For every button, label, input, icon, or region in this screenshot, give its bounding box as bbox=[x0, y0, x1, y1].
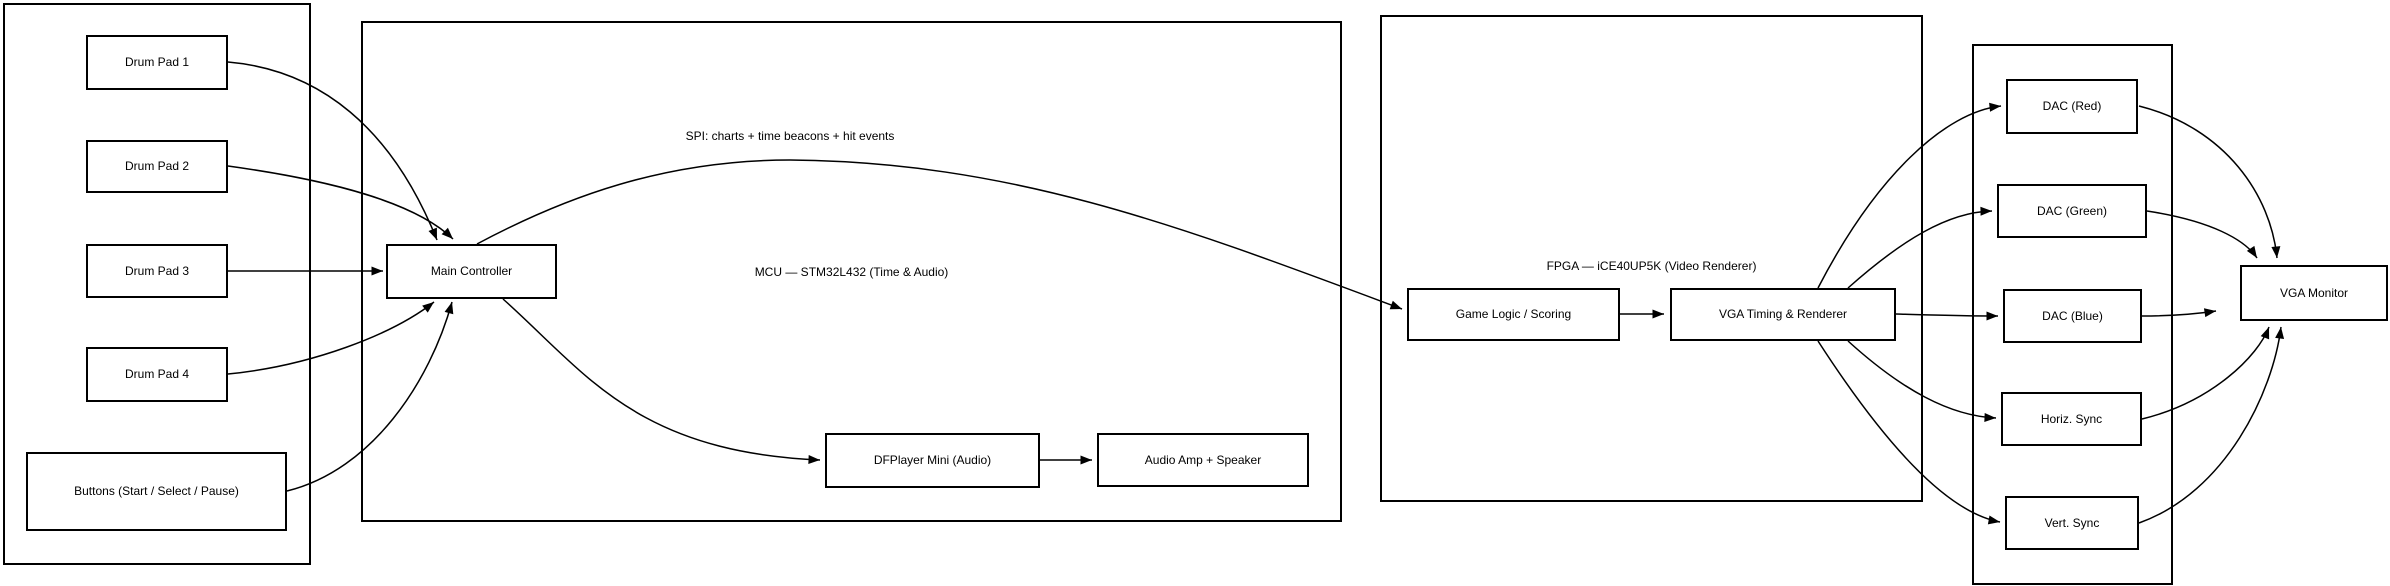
node-vga-timing[interactable]: VGA Timing & Renderer bbox=[1670, 288, 1896, 341]
horiz-sync-label: Horiz. Sync bbox=[2040, 411, 2103, 426]
node-main-controller[interactable]: Main Controller bbox=[386, 244, 557, 299]
node-audio-amp[interactable]: Audio Amp + Speaker bbox=[1097, 433, 1309, 487]
drum-pad-2-label: Drum Pad 2 bbox=[124, 159, 190, 174]
node-dac-green[interactable]: DAC (Green) bbox=[1997, 184, 2147, 238]
edge-dacgreen-vgamonitor bbox=[2146, 210, 2258, 259]
node-dac-red[interactable]: DAC (Red) bbox=[2006, 79, 2138, 134]
node-drum-pad-2[interactable]: Drum Pad 2 bbox=[86, 140, 228, 193]
drum-pad-3-label: Drum Pad 3 bbox=[124, 263, 190, 278]
mcu-container-label: MCU — STM32L432 (Time & Audio) bbox=[754, 265, 949, 279]
node-dac-blue[interactable]: DAC (Blue) bbox=[2003, 289, 2142, 343]
game-logic-label: Game Logic / Scoring bbox=[1455, 307, 1572, 322]
edge-vgatiming-horizsync bbox=[1847, 340, 1997, 422]
drum-pad-1-label: Drum Pad 1 bbox=[124, 55, 190, 70]
node-drum-pad-4[interactable]: Drum Pad 4 bbox=[86, 347, 228, 402]
main-controller-label: Main Controller bbox=[430, 264, 513, 279]
node-horiz-sync[interactable]: Horiz. Sync bbox=[2001, 392, 2142, 446]
edge-drumpad1-maincontroller bbox=[227, 61, 438, 241]
vga-timing-label: VGA Timing & Renderer bbox=[1718, 307, 1848, 322]
dac-output-container[interactable] bbox=[1972, 44, 2173, 585]
edge-dacred-vgamonitor bbox=[2138, 105, 2281, 259]
vga-monitor-label: VGA Monitor bbox=[2279, 285, 2349, 300]
input-devices-container[interactable] bbox=[3, 3, 311, 565]
fpga-container-label: FPGA — iCE40UP5K (Video Renderer) bbox=[1546, 259, 1757, 273]
audio-amp-label: Audio Amp + Speaker bbox=[1144, 452, 1262, 467]
node-drum-pad-3[interactable]: Drum Pad 3 bbox=[86, 244, 228, 298]
edge-dacblue-vgamonitor bbox=[2141, 308, 2217, 318]
node-game-logic[interactable]: Game Logic / Scoring bbox=[1407, 288, 1620, 341]
node-dfplayer[interactable]: DFPlayer Mini (Audio) bbox=[825, 433, 1040, 488]
edge-drumpad2-maincontroller bbox=[227, 165, 454, 240]
edge-horizsync-vgamonitor bbox=[2141, 326, 2270, 420]
dac-blue-label: DAC (Blue) bbox=[2042, 308, 2103, 323]
node-buttons[interactable]: Buttons (Start / Select / Pause) bbox=[26, 452, 287, 531]
edge-buttons-maincontroller bbox=[286, 301, 454, 492]
node-vert-sync[interactable]: Vert. Sync bbox=[2005, 496, 2139, 550]
vert-sync-label: Vert. Sync bbox=[2044, 515, 2100, 530]
edge-drumpad4-maincontroller bbox=[227, 301, 435, 375]
edge-vgatiming-vertsync bbox=[1817, 340, 2001, 525]
spi-edge-label: SPI: charts + time beacons + hit events bbox=[685, 129, 895, 143]
dac-green-label: DAC (Green) bbox=[2036, 203, 2107, 218]
edge-maincontroller-dfplayer bbox=[502, 298, 821, 464]
edge-vgatiming-dacred bbox=[1817, 102, 2002, 289]
edge-vgatiming-dacgreen bbox=[1847, 206, 1993, 289]
edge-spi-maincontroller-gamelogic bbox=[476, 159, 1403, 310]
drum-pad-4-label: Drum Pad 4 bbox=[124, 367, 190, 382]
edge-vertsync-vgamonitor bbox=[2138, 326, 2285, 524]
dac-red-label: DAC (Red) bbox=[2042, 99, 2102, 114]
dfplayer-label: DFPlayer Mini (Audio) bbox=[873, 453, 992, 468]
node-drum-pad-1[interactable]: Drum Pad 1 bbox=[86, 35, 228, 90]
buttons-label: Buttons (Start / Select / Pause) bbox=[74, 484, 239, 499]
fpga-container[interactable] bbox=[1380, 15, 1923, 502]
node-vga-monitor[interactable]: VGA Monitor bbox=[2240, 265, 2388, 321]
edge-vgatiming-dacblue bbox=[1895, 311, 1999, 321]
